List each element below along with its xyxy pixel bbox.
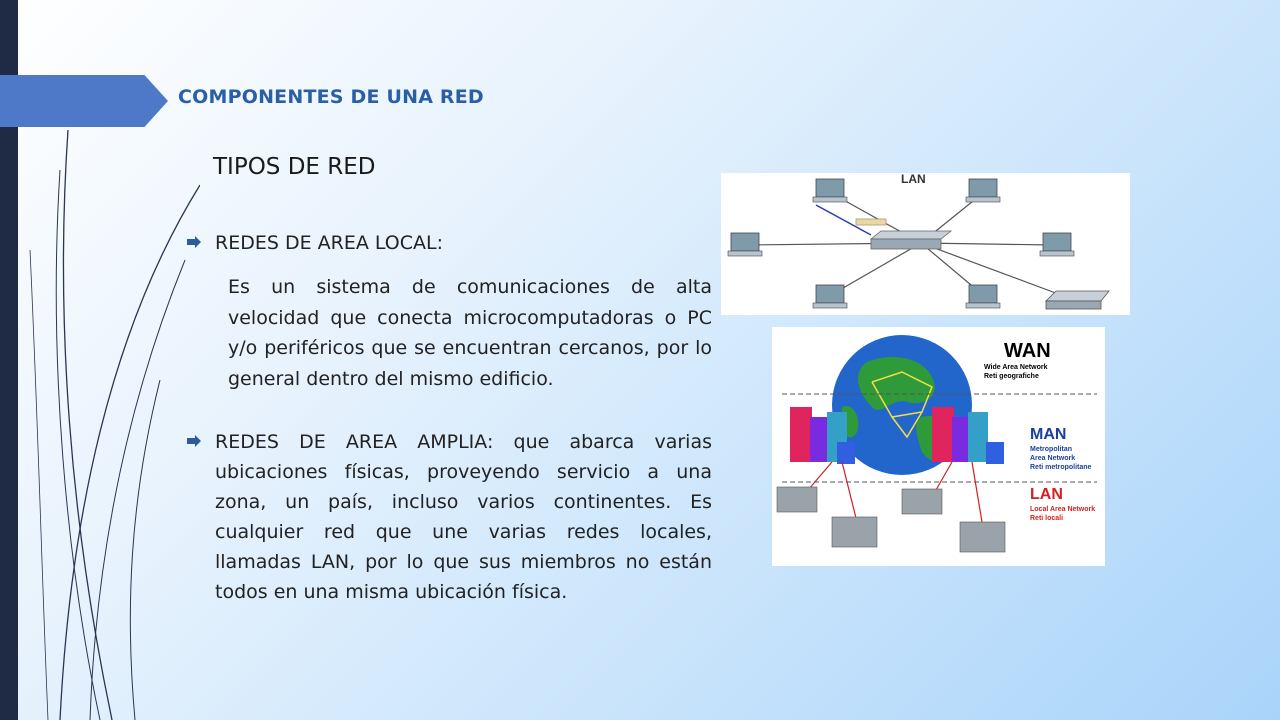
slide-subtitle: TIPOS DE RED xyxy=(213,154,376,180)
lan-sub2: Reti locali xyxy=(1030,515,1063,522)
building-icon xyxy=(776,486,818,513)
man-sub3: Reti metropolitane xyxy=(1030,464,1092,471)
building-icon xyxy=(901,488,943,515)
switch-icon xyxy=(869,230,953,250)
computer-icon xyxy=(812,284,848,309)
wan-label: WAN xyxy=(1004,340,1051,362)
man-sub1: Metropolitan xyxy=(1030,446,1072,453)
item-text-wan: REDES DE AREA AMPLIA: que abarca varias … xyxy=(215,431,712,603)
lan-sub1: Local Area Network xyxy=(1030,506,1095,513)
bullet-arrow-icon xyxy=(187,236,201,248)
computer-icon xyxy=(965,178,1001,203)
computer-icon xyxy=(727,232,763,257)
lan-diagram-image: LAN xyxy=(721,173,1130,315)
lan-label: LAN xyxy=(901,173,926,186)
wan-sub1: Wide Area Network xyxy=(984,364,1048,371)
building-icon xyxy=(790,407,855,464)
building-icon xyxy=(959,521,1006,553)
computer-icon xyxy=(812,178,848,203)
left-accent-bar xyxy=(0,0,18,720)
man-sub2: Area Network xyxy=(1030,455,1075,462)
item-heading-lan: REDES DE AREA LOCAL: xyxy=(215,232,443,254)
man-label: MAN xyxy=(1030,426,1066,443)
building-icon xyxy=(831,516,878,548)
decorative-lines xyxy=(29,129,200,720)
lan-label-2: LAN xyxy=(1030,486,1063,503)
bullet-arrow-icon xyxy=(187,435,201,447)
item-description-lan: Es un sistema de comunicaciones de alta … xyxy=(228,276,712,390)
printer-icon xyxy=(1045,290,1110,310)
wan-man-lan-diagram-image: WAN Wide Area Network Reti geografiche M… xyxy=(772,327,1105,566)
building-icon xyxy=(932,407,1004,464)
computer-icon xyxy=(1039,232,1075,257)
computer-icon xyxy=(965,284,1001,309)
wan-sub2: Reti geografiche xyxy=(984,373,1039,380)
slide-title: COMPONENTES DE UNA RED xyxy=(178,86,484,108)
title-tab xyxy=(0,75,168,127)
